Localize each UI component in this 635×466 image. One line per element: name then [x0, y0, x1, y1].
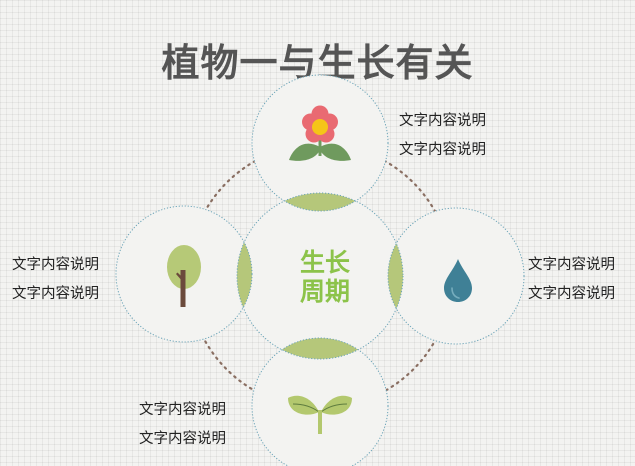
sprout-icon — [288, 395, 352, 434]
tree-caption-line1: 文字内容说明 — [12, 257, 99, 273]
flower-icon — [289, 105, 351, 161]
left-circle-outline — [115, 205, 253, 343]
water-caption-line2: 文字内容说明 — [528, 286, 615, 302]
sprout-caption: 文字内容说明 文字内容说明 — [139, 396, 226, 454]
center-circle-fill — [237, 193, 403, 359]
flower-caption-line2: 文字内容说明 — [399, 142, 486, 158]
water-caption: 文字内容说明 文字内容说明 — [528, 251, 615, 309]
sprout-caption-line1: 文字内容说明 — [139, 402, 226, 418]
tree-caption-line2: 文字内容说明 — [12, 286, 99, 302]
tree-icon — [167, 245, 201, 307]
flower-caption-line1: 文字内容说明 — [399, 113, 486, 129]
bottom-circle-outline — [251, 337, 389, 466]
center-circle-outline — [236, 192, 404, 360]
sprout-caption-line2: 文字内容说明 — [139, 431, 226, 447]
tree-caption: 文字内容说明 文字内容说明 — [12, 251, 99, 309]
bottom-circle-fill — [252, 338, 388, 466]
center-label-line2: 周期 — [299, 277, 350, 306]
flower-caption: 文字内容说明 文字内容说明 — [399, 107, 486, 165]
center-label: 生长 周期 — [275, 248, 375, 306]
top-circle-outline — [251, 74, 389, 212]
water-caption-line1: 文字内容说明 — [528, 257, 615, 273]
water-drop-icon — [444, 259, 472, 302]
center-label-line1: 生长 — [299, 248, 350, 277]
right-circle-outline — [387, 207, 525, 345]
